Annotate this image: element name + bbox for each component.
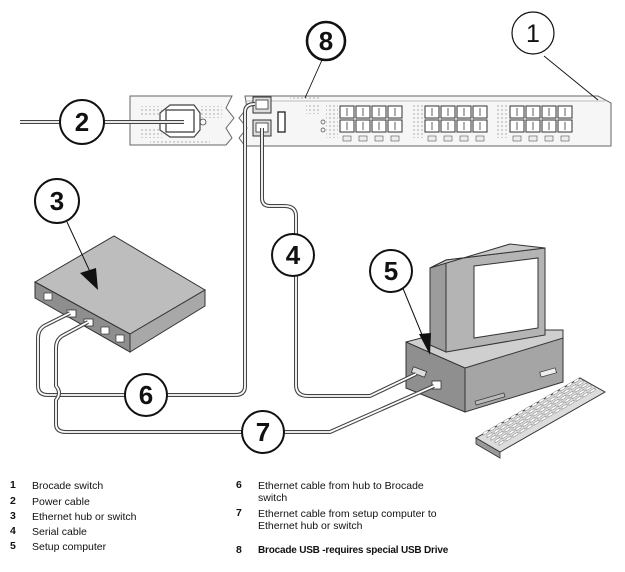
setup-computer <box>401 243 607 459</box>
callout-5: 5 <box>369 249 413 293</box>
legend-number: 3 <box>10 510 16 522</box>
serial-cable <box>260 128 417 398</box>
legend-label: Setup computer <box>32 541 107 553</box>
legend-label: Serial cable <box>32 526 87 538</box>
ethernet-cable-computer-to-hub <box>54 320 435 434</box>
callout-4: 4 <box>271 233 315 277</box>
callout-2: 2 <box>59 99 105 145</box>
callout-label: 2 <box>75 107 89 137</box>
leader-line-8 <box>304 59 323 99</box>
connection-diagram: 1 2 3 4 5 6 7 8 <box>20 11 612 459</box>
legend-number: 6 <box>236 479 242 491</box>
callout-label: 3 <box>50 186 64 216</box>
ethernet-hub <box>33 221 206 353</box>
legend-label: Brocade USB -requires special USB Drive <box>258 545 449 556</box>
legend-number: 8 <box>236 544 242 556</box>
callout-1: 1 <box>511 11 555 55</box>
legend-number: 7 <box>236 507 242 519</box>
legend-number: 4 <box>10 525 16 537</box>
legend: 1 Brocade switch 2 Power cable 3 Ethernet h… <box>10 480 625 572</box>
callout-3: 3 <box>34 178 80 224</box>
legend-number: 2 <box>10 495 16 507</box>
ethernet-cable-hub-to-switch <box>36 102 256 397</box>
callout-label: 7 <box>256 417 270 447</box>
keyboard-keys <box>482 377 596 446</box>
callout-label: 6 <box>139 380 153 410</box>
sfp-port-groups <box>326 104 573 142</box>
legend-number: 5 <box>10 540 16 552</box>
callout-6: 6 <box>124 373 168 417</box>
callout-7: 7 <box>241 410 285 454</box>
legend-label: Brocade switch <box>32 480 104 492</box>
brocade-switch <box>129 95 612 147</box>
legend-label: Power cable <box>32 496 90 508</box>
callout-label: 4 <box>286 240 301 270</box>
callout-label: 1 <box>526 20 540 48</box>
callout-label: 8 <box>319 26 333 56</box>
callout-8: 8 <box>305 20 347 62</box>
leader-line-1 <box>543 55 599 101</box>
legend-label: Ethernet hub or switch <box>32 511 137 523</box>
callout-label: 5 <box>384 256 398 286</box>
usb-port <box>277 111 286 133</box>
legend-number: 1 <box>10 479 16 491</box>
